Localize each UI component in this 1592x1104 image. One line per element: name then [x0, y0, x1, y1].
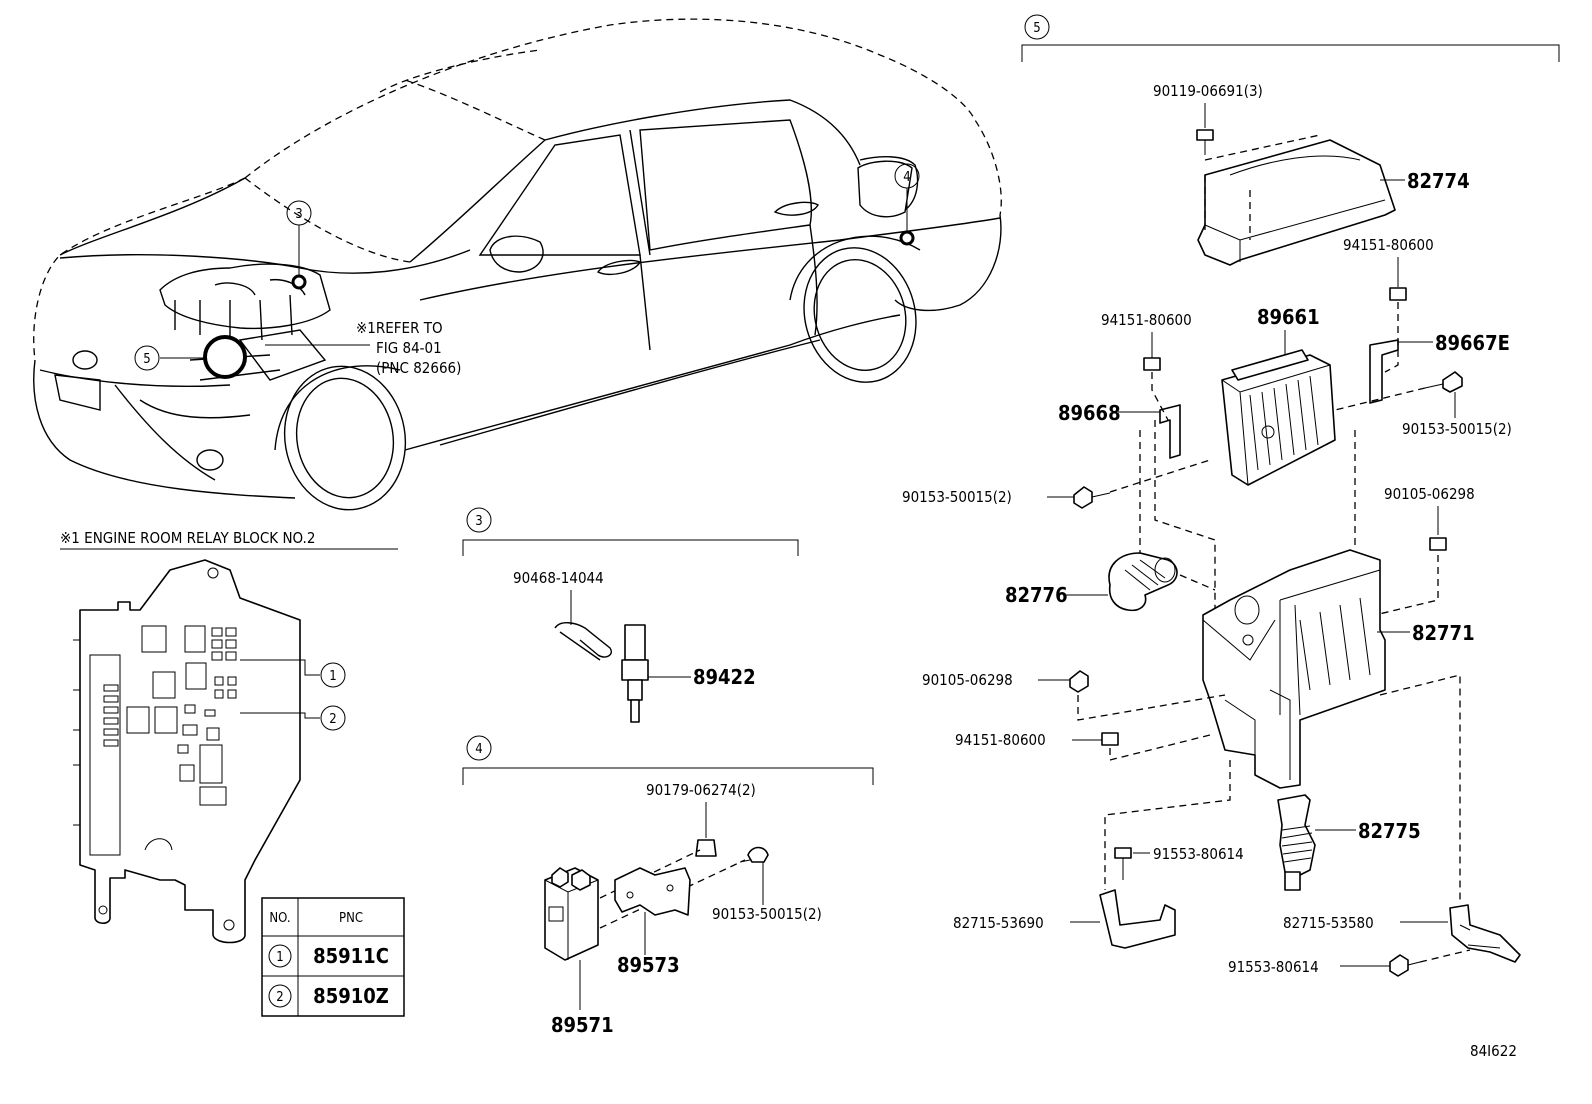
part-82715-53690: 82715-53690: [953, 914, 1044, 932]
relay-callout-2: 2: [320, 705, 346, 731]
part-89573: 89573: [617, 953, 680, 977]
part-91553-80614-upper: 91553-80614: [1153, 845, 1244, 863]
relay-block-illustration: [73, 559, 320, 944]
svg-text:5: 5: [143, 352, 150, 367]
refer-note-line1: ※1REFER TO: [356, 319, 443, 337]
part-90153-50015-right: 90153-50015(2): [1402, 420, 1512, 438]
part-82771: 82771: [1412, 621, 1475, 645]
section-3: 3 90468-14044 89422: [462, 507, 799, 723]
part-89571: 89571: [551, 1013, 614, 1037]
svg-text:2: 2: [329, 712, 336, 727]
part-89667E: 89667E: [1435, 331, 1510, 355]
part-90119-06691: 90119-06691(3): [1153, 82, 1263, 100]
callout-3-car: 3: [286, 200, 312, 226]
refer-note-line3: (PNC 82666): [376, 359, 461, 377]
part-90153-50015-s4: 90153-50015(2): [712, 905, 822, 923]
part-91553-80614-lower: 91553-80614: [1228, 958, 1319, 976]
part-94151-80600-left: 94151-80600: [1101, 311, 1192, 329]
pnc-table-row1-pnc: 85911C: [313, 944, 389, 968]
part-90105-06298-right: 90105-06298: [1384, 485, 1475, 503]
part-94151-80600-cover: 94151-80600: [1343, 236, 1434, 254]
section-5: 5 90119-06691(3) 82774 94151-80600 94151…: [902, 14, 1560, 977]
part-90468-14044: 90468-14044: [513, 569, 604, 587]
svg-text:4: 4: [475, 742, 482, 757]
relay-block-title: ※1 ENGINE ROOM RELAY BLOCK NO.2: [60, 529, 315, 547]
pnc-table-row2-pnc: 85910Z: [313, 984, 389, 1008]
svg-text:4: 4: [903, 170, 910, 185]
refer-note-line2: FIG 84-01: [376, 339, 442, 357]
svg-text:3: 3: [475, 514, 482, 529]
part-89661: 89661: [1257, 305, 1320, 329]
pnc-table-header-no: NO.: [269, 911, 290, 926]
pnc-table-header-pnc: PNC: [339, 911, 363, 926]
part-82775: 82775: [1358, 819, 1421, 843]
svg-text:1: 1: [329, 669, 336, 684]
part-90153-50015-left: 90153-50015(2): [902, 488, 1012, 506]
pnc-table: NO. PNC 1 85911C 2 85910Z: [261, 897, 405, 1017]
svg-text:3: 3: [295, 207, 302, 222]
part-89668: 89668: [1058, 401, 1121, 425]
vehicle-illustration: [33, 18, 1002, 511]
section-4: 4 90179-06274(2) 90153-50015(2) 89573 89…: [462, 735, 874, 1037]
callout-4-car: 4: [894, 163, 920, 189]
part-89422: 89422: [693, 665, 756, 689]
relay-callout-1: 1: [320, 662, 346, 688]
diagram-id: 84I622: [1470, 1042, 1517, 1060]
part-90105-06298-left: 90105-06298: [922, 671, 1013, 689]
svg-text:5: 5: [1033, 21, 1040, 36]
part-94151-80600-case: 94151-80600: [955, 731, 1046, 749]
part-82776: 82776: [1005, 583, 1068, 607]
part-82715-53580: 82715-53580: [1283, 914, 1374, 932]
callout-5-car: 5: [134, 345, 160, 371]
pnc-table-row2-no: 2: [276, 990, 283, 1005]
part-90179-06274: 90179-06274(2): [646, 781, 756, 799]
pnc-table-row1-no: 1: [276, 950, 283, 965]
part-82774: 82774: [1407, 169, 1470, 193]
